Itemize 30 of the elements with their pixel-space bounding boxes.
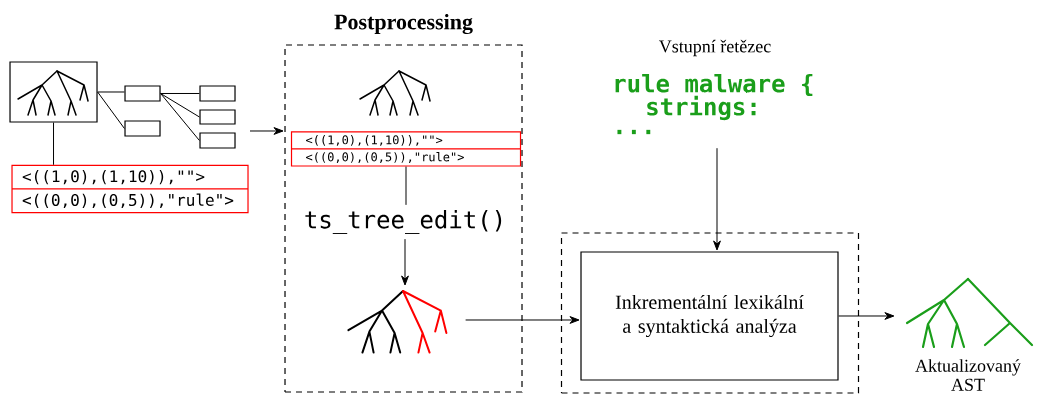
group-heading: Postprocessing	[334, 13, 473, 35]
tree-box	[9, 61, 98, 123]
connector-line	[405, 166, 407, 206]
function-call-label: ts_tree_edit()	[305, 210, 502, 234]
empty-box	[124, 120, 161, 137]
arrow	[713, 147, 721, 251]
tree-drawing	[347, 290, 448, 354]
tree-caption: Aktualizovaný AST	[915, 359, 1021, 391]
empty-box	[199, 132, 236, 149]
token-table: <((1,0),(1,10)),""> <((0,0),(0,5)),"rule">	[11, 164, 249, 214]
connector-line	[160, 93, 200, 141]
empty-box	[124, 85, 161, 102]
arrow	[465, 316, 580, 324]
dashed-frame	[560, 232, 860, 394]
input-heading: Vstupní řetězec	[659, 39, 771, 57]
arrow	[838, 312, 895, 320]
connector-line	[160, 93, 200, 94]
code-line: ...	[617, 129, 651, 135]
code-line: strings:	[647, 95, 756, 121]
arrow	[249, 127, 284, 135]
process-box: Inkrementální lexikální a syntaktická analýza	[580, 251, 839, 381]
empty-box	[199, 109, 236, 125]
connector-line	[53, 122, 54, 166]
dashed-frame	[284, 13, 523, 393]
connector-line	[97, 91, 125, 129]
token-table: <((1,0),(1,10)),""> <((0,0),(0,5)),"rule">	[290, 131, 522, 167]
connector-line	[160, 93, 200, 118]
connector-line	[97, 91, 125, 93]
empty-box	[199, 85, 236, 102]
arrow	[401, 238, 409, 286]
